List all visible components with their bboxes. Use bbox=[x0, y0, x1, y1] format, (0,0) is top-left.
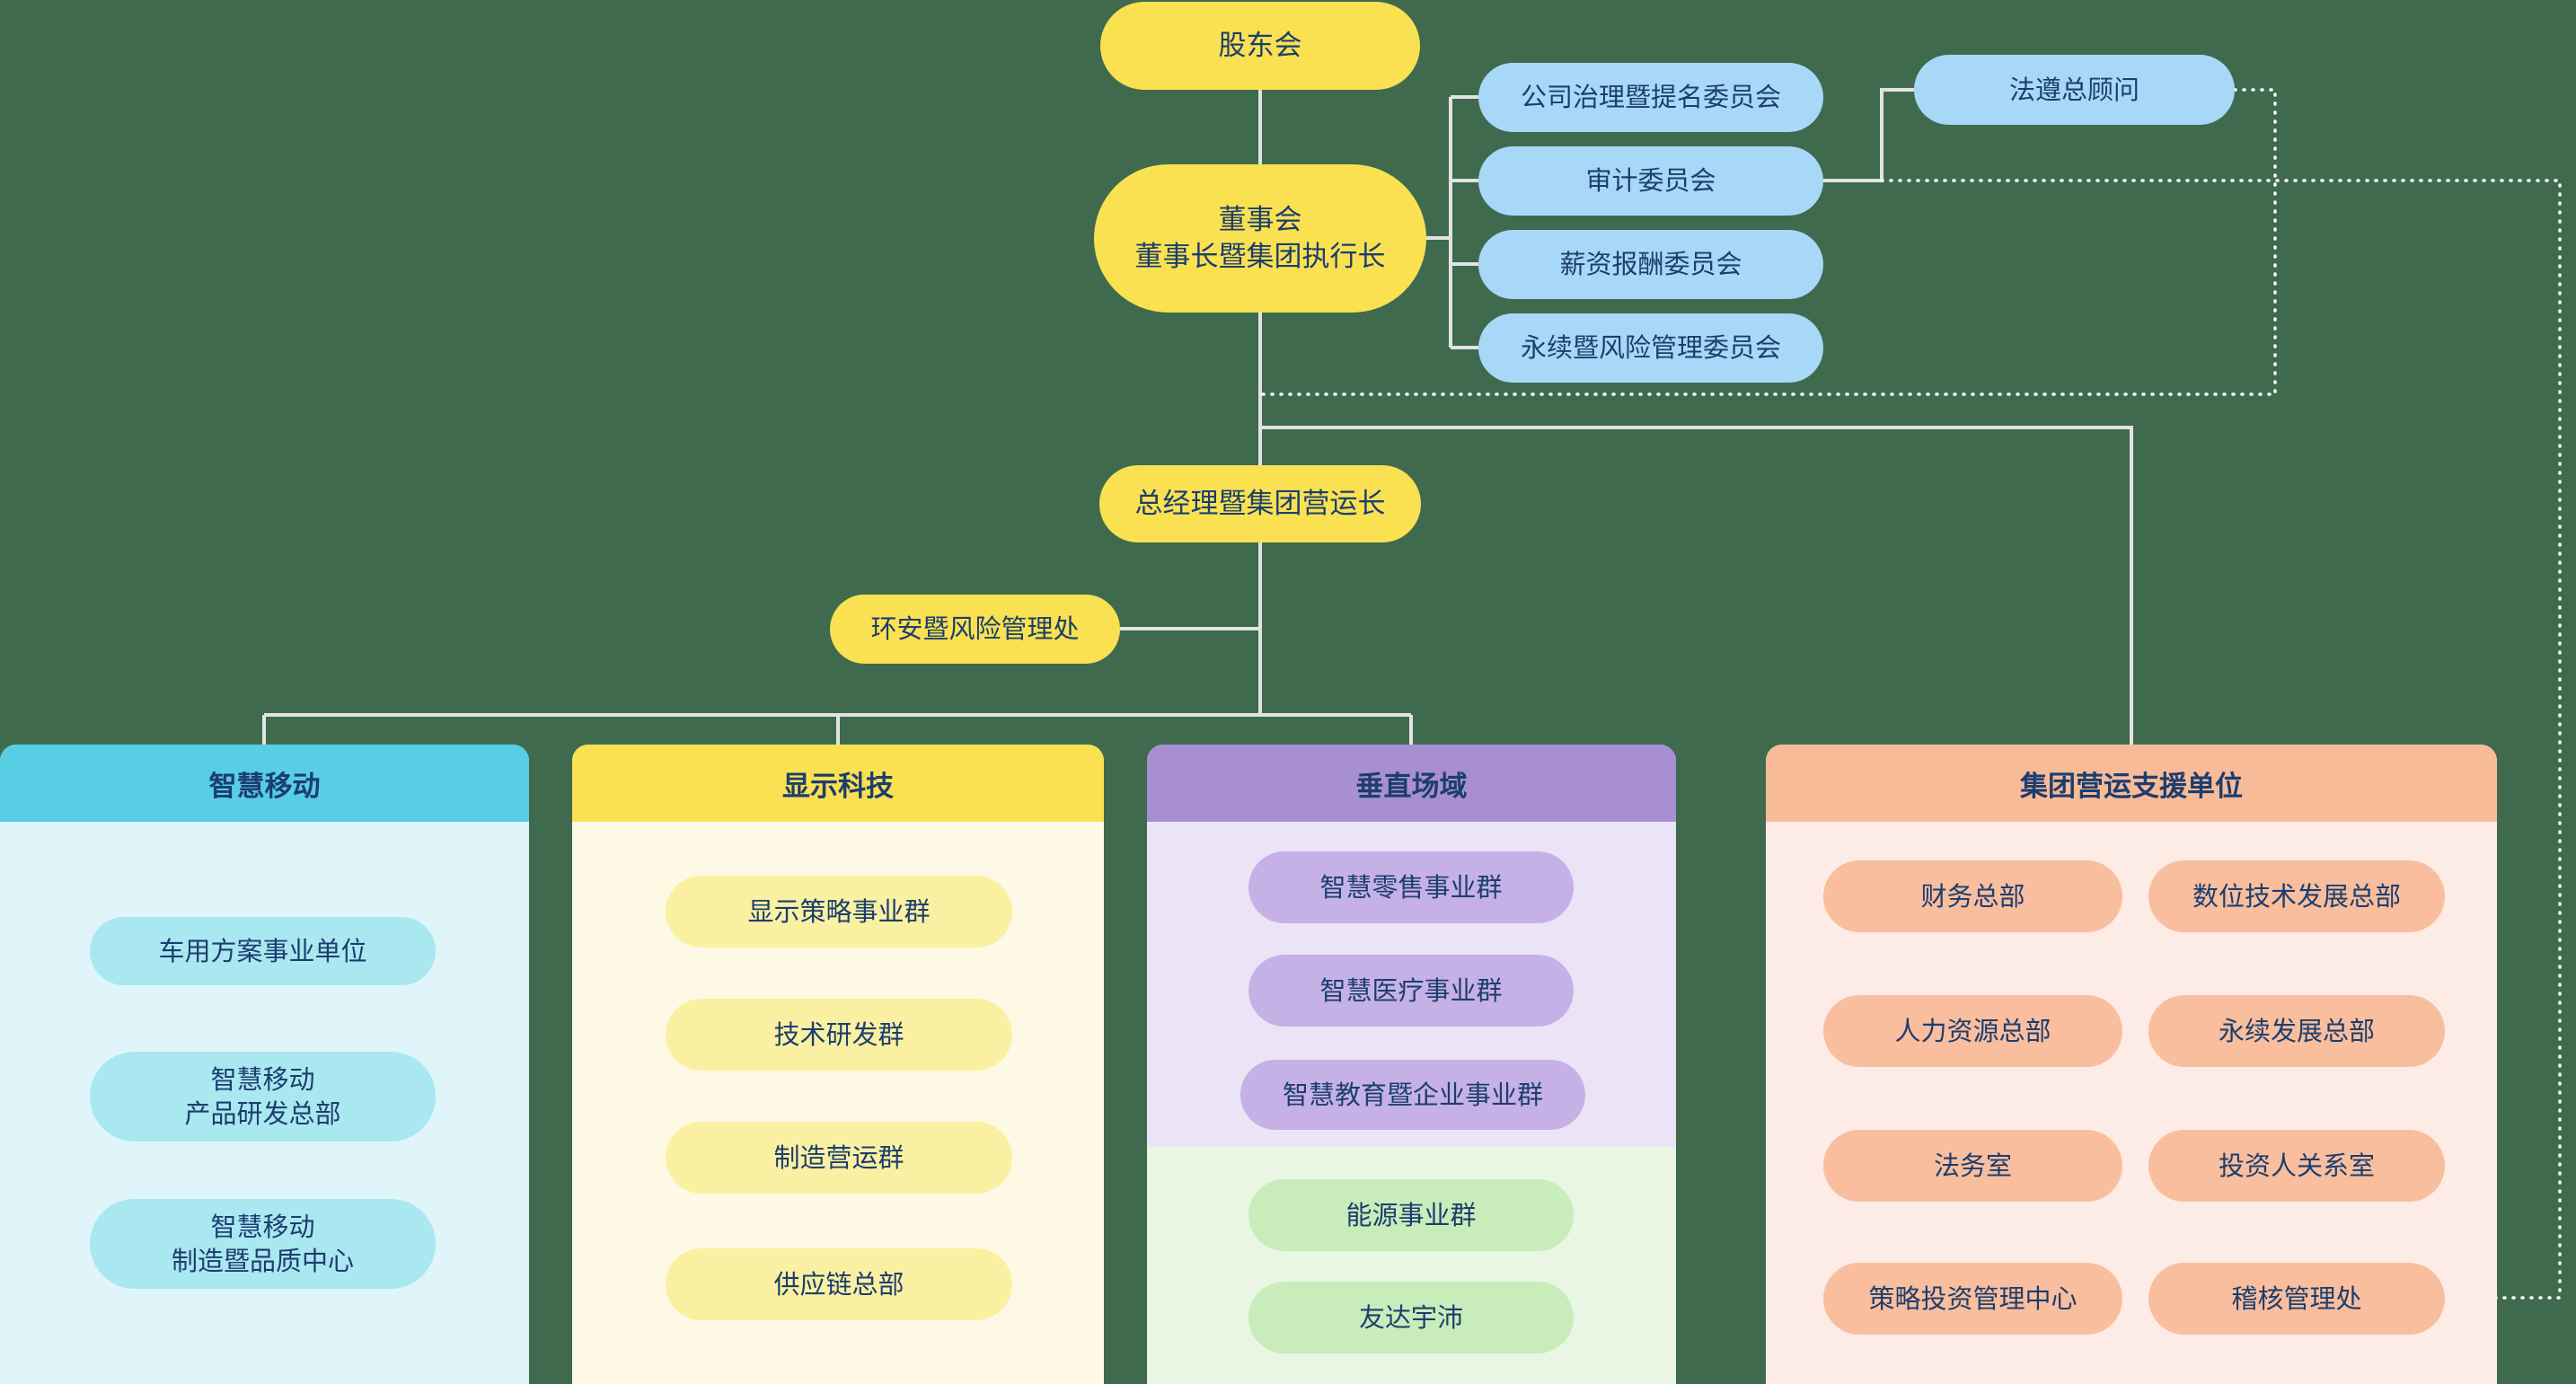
org-unit-display-strategy: 显示策略事业群 bbox=[666, 876, 1012, 948]
org-unit-strategic-investment-center: 策略投资管理中心 bbox=[1823, 1263, 2122, 1335]
org-unit-smart-mobility-mfg-quality: 智慧移动 制造暨品质中心 bbox=[90, 1199, 436, 1289]
dotted-connectors bbox=[1258, 88, 2562, 1300]
org-unit-investor-relations-office: 投资人关系室 bbox=[2148, 1130, 2445, 1202]
panel-vertical-domains-title: 垂直场域 bbox=[1147, 745, 1676, 822]
org-unit-manufacturing-operations: 制造营运群 bbox=[666, 1122, 1012, 1194]
panel-corporate-support-title: 集团营运支援单位 bbox=[1766, 745, 2497, 822]
org-unit-human-resources-hq: 人力资源总部 bbox=[1823, 995, 2122, 1067]
solid-connectors bbox=[262, 88, 2133, 745]
panel-smart-mobility-title: 智慧移动 bbox=[0, 745, 529, 822]
panel-display-tech-title: 显示科技 bbox=[572, 745, 1104, 822]
org-unit-smart-education-enterprise: 智慧教育暨企业事业群 bbox=[1240, 1060, 1585, 1130]
org-unit-legal-office: 法务室 bbox=[1823, 1130, 2122, 1202]
node-shareholders-meeting: 股东会 bbox=[1100, 2, 1420, 90]
org-unit-supply-chain: 供应链总部 bbox=[666, 1248, 1012, 1320]
node-board-of-directors: 董事会 董事长暨集团执行长 bbox=[1094, 164, 1426, 313]
node-compensation-committee: 薪资报酬委员会 bbox=[1478, 230, 1823, 299]
org-unit-energy: 能源事业群 bbox=[1248, 1179, 1574, 1251]
org-unit-finance-hq: 财务总部 bbox=[1823, 860, 2122, 932]
org-unit-smart-mobility-rnd: 智慧移动 产品研发总部 bbox=[90, 1052, 436, 1142]
org-unit-auditing-office: 稽核管理处 bbox=[2148, 1263, 2445, 1335]
org-unit-digital-technology-hq: 数位技术发展总部 bbox=[2148, 860, 2445, 932]
org-unit-smart-healthcare: 智慧医疗事业群 bbox=[1248, 955, 1574, 1027]
node-ehs-risk-office: 环安暨风险管理处 bbox=[830, 595, 1120, 664]
node-chief-compliance-officer: 法遵总顾问 bbox=[1914, 55, 2235, 125]
node-audit-committee: 审计委员会 bbox=[1478, 146, 1823, 216]
node-sustainability-risk-committee: 永续暨风险管理委员会 bbox=[1478, 313, 1823, 383]
org-unit-auo-envirotech: 友达宇沛 bbox=[1248, 1282, 1574, 1353]
node-president-coo: 总经理暨集团营运长 bbox=[1099, 465, 1421, 542]
org-unit-technology-rnd: 技术研发群 bbox=[666, 999, 1012, 1071]
org-unit-sustainability-hq: 永续发展总部 bbox=[2148, 995, 2445, 1067]
org-unit-smart-retail: 智慧零售事业群 bbox=[1248, 851, 1574, 923]
node-governance-nomination-committee: 公司治理暨提名委员会 bbox=[1478, 63, 1823, 132]
org-unit-automotive-solutions: 车用方案事业单位 bbox=[90, 917, 436, 985]
